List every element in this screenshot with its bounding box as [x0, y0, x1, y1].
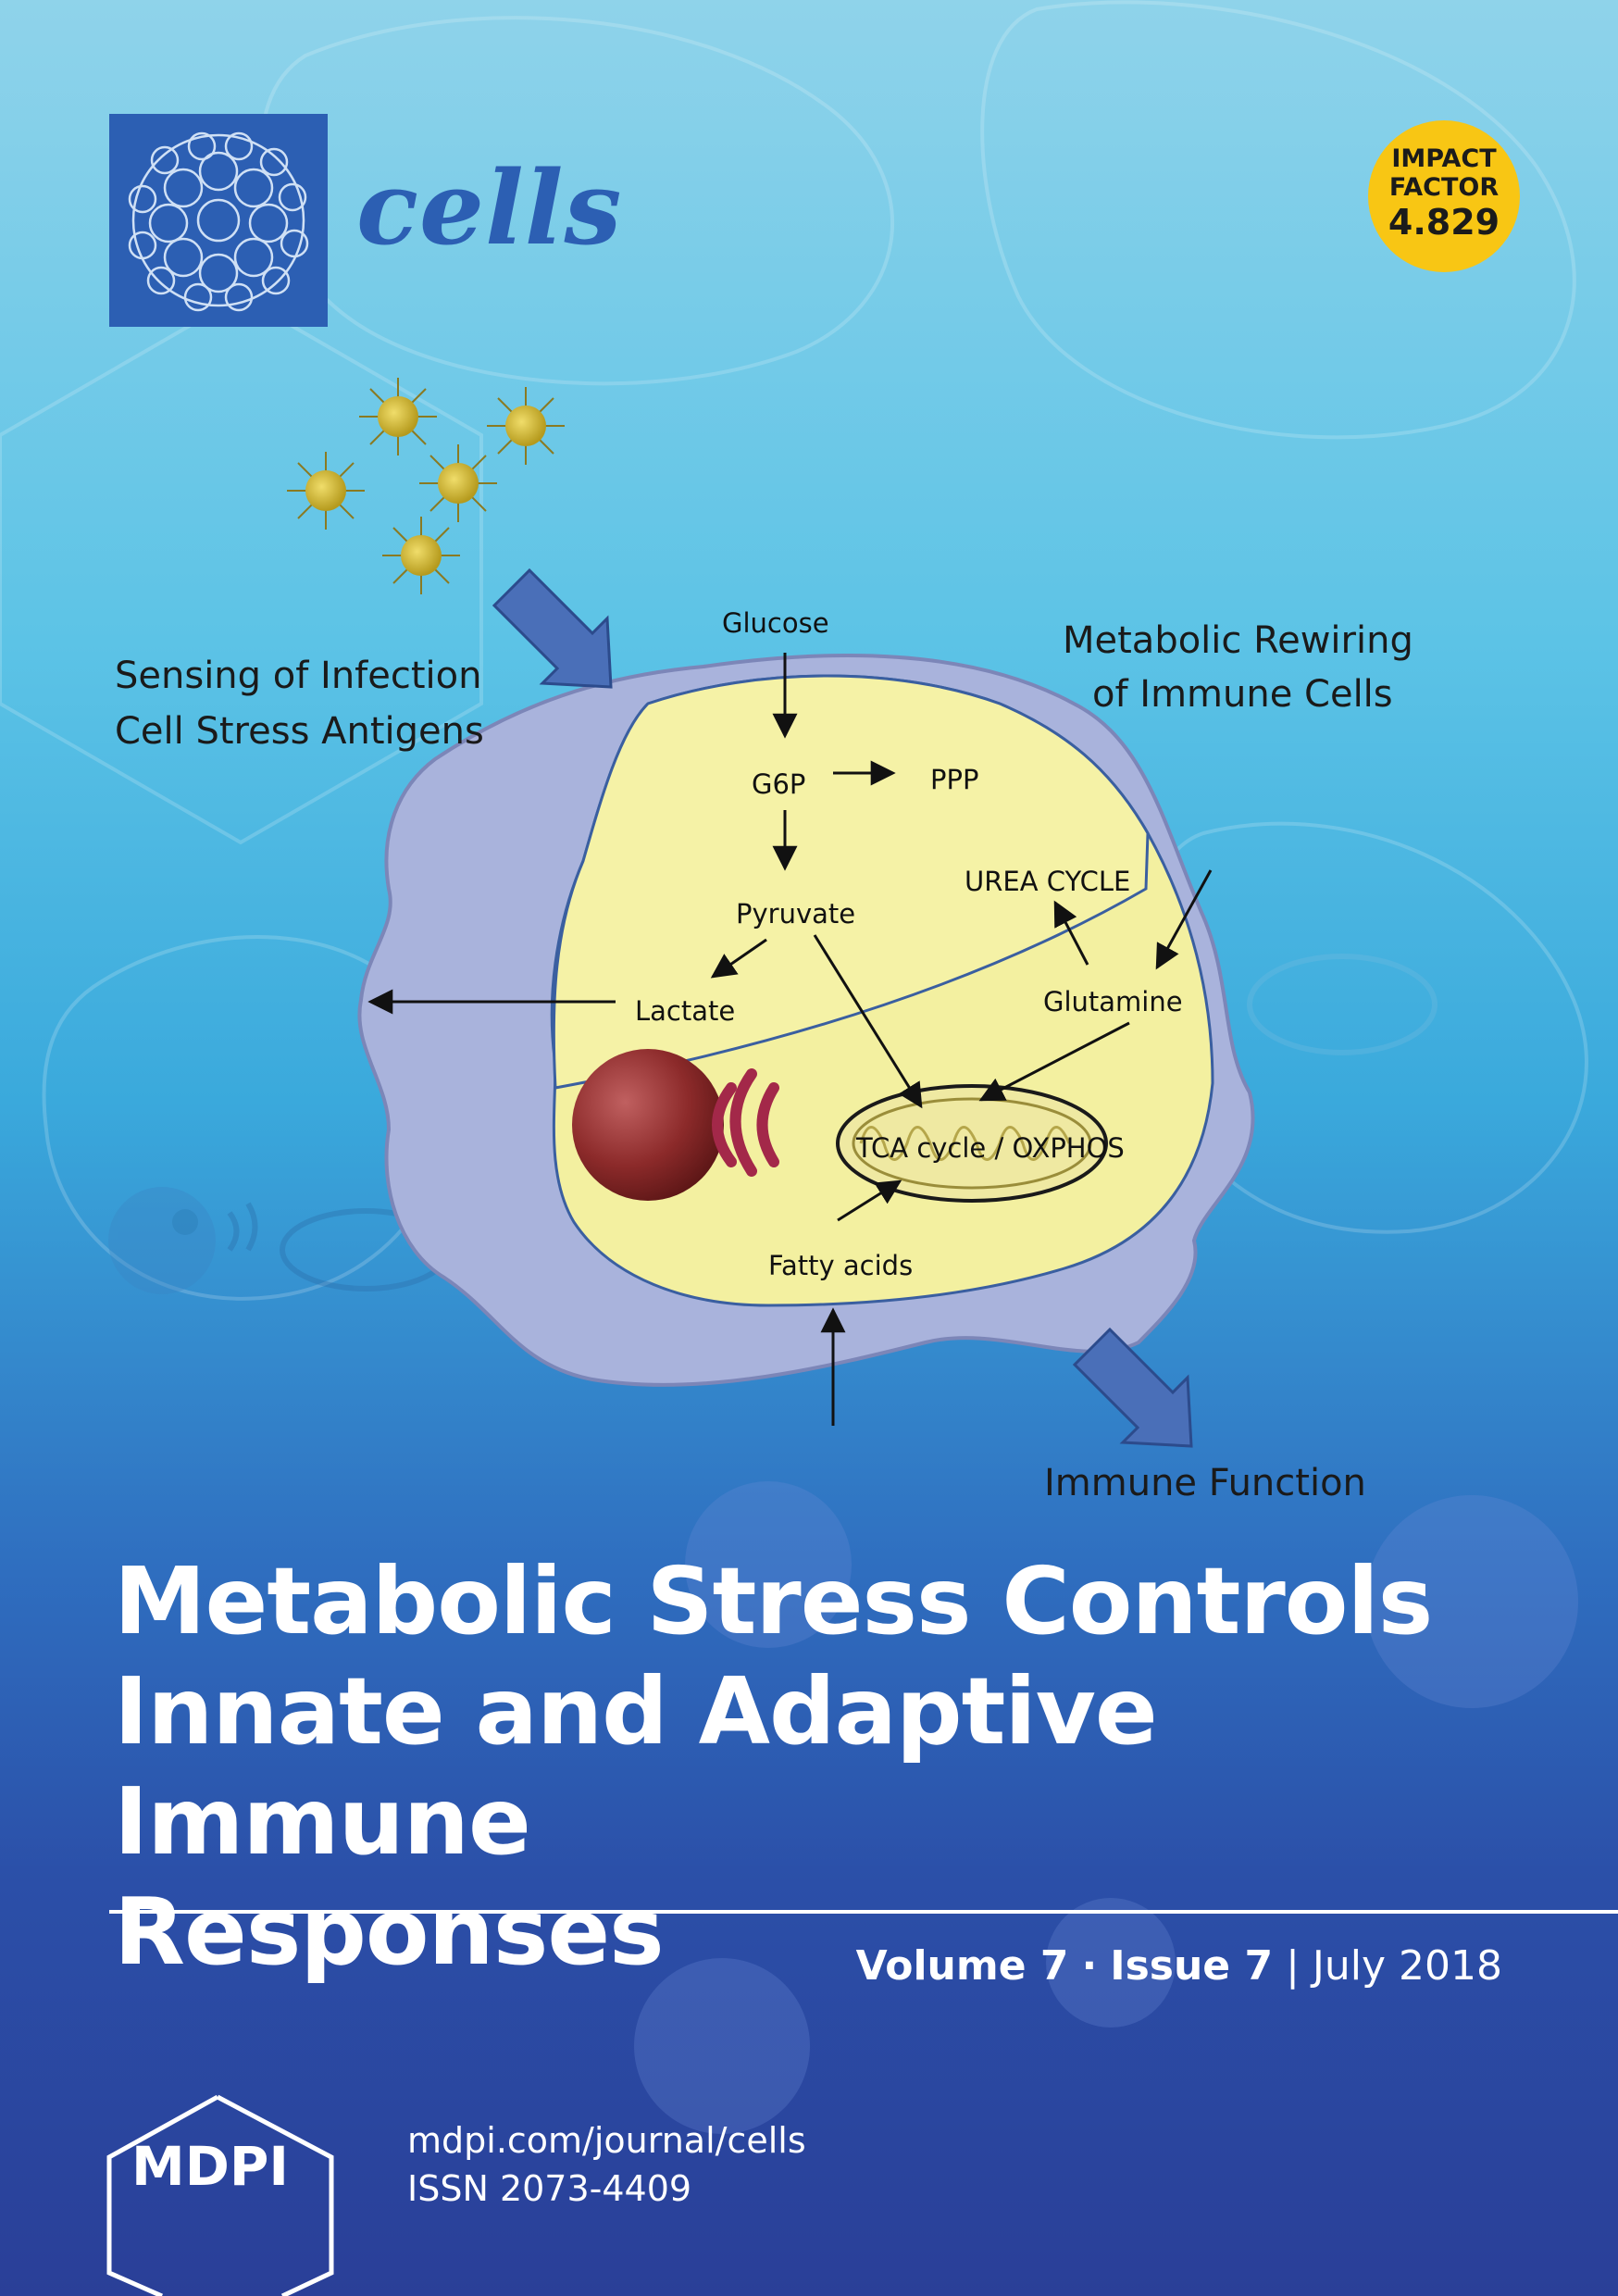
impact-label-2: FACTOR — [1388, 173, 1500, 202]
issn: ISSN 2073-4409 — [407, 2168, 692, 2209]
lactate-label: Lactate — [635, 995, 736, 1027]
urea-cycle-label: UREA CYCLE — [965, 866, 1131, 897]
rewiring-label-1: Metabolic Rewiring — [1063, 619, 1413, 662]
journal-logo — [109, 114, 328, 327]
issue-separator: · — [1081, 1942, 1098, 1990]
pyruvate-label: Pyruvate — [736, 898, 856, 930]
impact-factor-badge: IMPACT FACTOR 4.829 — [1368, 120, 1520, 272]
sensing-label-1: Sensing of Infection — [115, 655, 482, 697]
pathway-arrows — [367, 653, 1213, 1426]
mdpi-logo: MDPI — [131, 2135, 289, 2198]
impact-label-1: IMPACT — [1391, 144, 1497, 173]
mdpi-logo-frame — [106, 2094, 334, 2296]
title-line-2: Innate and Adaptive Immune — [114, 1657, 1158, 1876]
immune-function-label: Immune Function — [1044, 1462, 1366, 1504]
issue-date: July 2018 — [1312, 1942, 1502, 1990]
rewiring-label-2: of Immune Cells — [1092, 673, 1393, 716]
virus-particles — [287, 378, 565, 594]
background-viruses — [634, 1481, 1578, 2134]
nucleus — [572, 1049, 724, 1201]
title-line-1: Metabolic Stress Controls — [114, 1547, 1433, 1655]
glucose-label: Glucose — [722, 607, 829, 639]
cell-cluster-icon — [128, 131, 309, 312]
journal-name: cells — [356, 148, 623, 268]
glutamine-label: Glutamine — [1043, 986, 1183, 1017]
volume-label: Volume 7 — [855, 1942, 1069, 1990]
title-line-3: Responses — [114, 1878, 665, 1986]
journal-url[interactable]: mdpi.com/journal/cells — [407, 2120, 806, 2161]
issue-label: Issue 7 — [1110, 1942, 1274, 1990]
g6p-label: G6P — [752, 768, 806, 800]
impact-value: 4.829 — [1388, 202, 1500, 243]
ppp-label: PPP — [930, 764, 979, 795]
upper-compartment — [552, 674, 1150, 1090]
article-title: Metabolic Stress Controls Innate and Ada… — [114, 1546, 1558, 1987]
tca-label: TCA cycle / OXPHOS — [856, 1132, 1125, 1164]
sensing-label-2: Cell Stress Antigens — [115, 710, 484, 753]
fatty-acids-label: Fatty acids — [768, 1250, 914, 1281]
issue-info: Volume 7 · Issue 7 | July 2018 — [856, 1942, 1502, 1990]
issue-divider: | — [1286, 1942, 1300, 1990]
mitochondrion — [836, 1084, 1108, 1203]
divider-rule — [109, 1910, 1618, 1914]
golgi — [712, 1068, 779, 1177]
signal-arrows — [492, 568, 1193, 1448]
